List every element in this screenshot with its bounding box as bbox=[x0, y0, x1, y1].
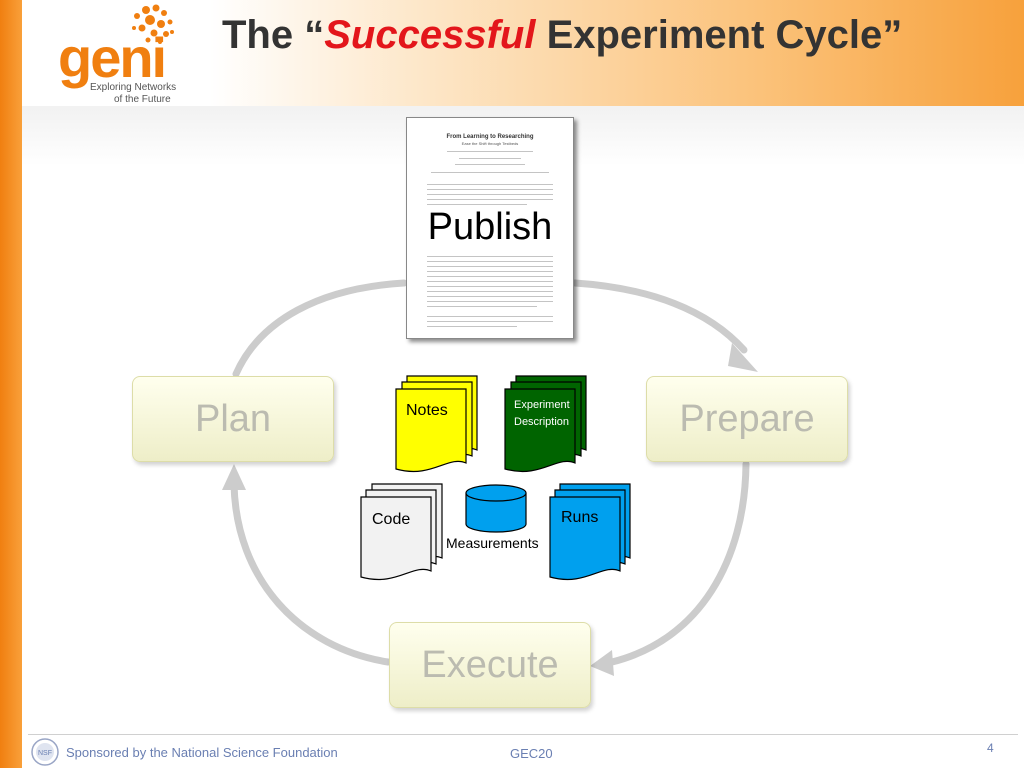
geni-logo bbox=[22, 0, 200, 106]
footer-event: GEC20 bbox=[510, 746, 553, 761]
paper-text-line bbox=[427, 261, 553, 263]
arc-publish-to-prepare bbox=[571, 279, 748, 354]
slide-title: The “Successful Experiment Cycle” bbox=[222, 10, 1012, 60]
paper-text-line bbox=[427, 256, 553, 258]
paper-text-line bbox=[427, 326, 517, 328]
arc-execute-to-plan bbox=[230, 480, 392, 666]
nsf-seal-icon: NSF bbox=[31, 738, 59, 766]
experiment-description-label-line1: Experiment bbox=[514, 399, 570, 411]
logo-word: geni bbox=[58, 26, 167, 89]
footer-sponsor: Sponsored by the National Science Founda… bbox=[66, 745, 338, 760]
code-document-icon bbox=[360, 483, 443, 581]
arrowhead-execute bbox=[590, 650, 614, 676]
paper-text-line bbox=[427, 271, 553, 273]
paper-text-line bbox=[427, 281, 553, 283]
notes-document-icon bbox=[395, 375, 478, 473]
publish-paper: From Learning to Researching Ease the Sh… bbox=[406, 117, 574, 339]
footer-divider bbox=[28, 734, 1018, 735]
paper-text-line bbox=[427, 194, 553, 196]
paper-text-line bbox=[427, 301, 553, 303]
logo-tagline-line2: of the Future bbox=[114, 94, 171, 105]
paper-text-line bbox=[455, 164, 525, 166]
notes-label: Notes bbox=[406, 402, 448, 419]
paper-text-line bbox=[427, 306, 537, 308]
paper-text-line bbox=[427, 276, 553, 278]
paper-text-line bbox=[431, 172, 549, 174]
paper-text-line bbox=[427, 184, 553, 186]
paper-text-line bbox=[427, 321, 553, 323]
left-accent-bar bbox=[0, 0, 22, 768]
paper-text-line bbox=[427, 266, 553, 268]
paper-text-line bbox=[459, 158, 521, 160]
arrowhead-plan bbox=[222, 464, 246, 490]
phase-prepare: Prepare bbox=[646, 376, 848, 462]
paper-subtitle: Ease the Shift through Testbeds bbox=[461, 141, 519, 146]
logo-tagline-line1: Exploring Networks bbox=[90, 82, 177, 93]
arrowhead-prepare bbox=[728, 343, 758, 372]
title-prefix: The “ bbox=[222, 13, 325, 57]
logo-dots-icon bbox=[132, 4, 174, 44]
publish-label: Publish bbox=[427, 206, 553, 248]
paper-text-line bbox=[427, 296, 553, 298]
arc-plan-to-publish bbox=[232, 279, 408, 378]
measurements-database-icon bbox=[465, 484, 527, 533]
paper-text-line bbox=[427, 199, 553, 201]
runs-document-icon bbox=[549, 483, 631, 581]
paper-text-line bbox=[447, 151, 533, 153]
paper-text-line bbox=[427, 286, 553, 288]
phase-execute: Execute bbox=[389, 622, 591, 708]
paper-title: From Learning to Researching bbox=[446, 134, 534, 140]
paper-text-line bbox=[427, 189, 553, 191]
svg-text:NSF: NSF bbox=[38, 750, 52, 757]
title-suffix: Experiment Cycle” bbox=[535, 13, 903, 57]
arc-prepare-to-execute bbox=[608, 460, 750, 666]
paper-text-line bbox=[427, 204, 527, 206]
title-highlight: Successful bbox=[324, 13, 536, 57]
code-label: Code bbox=[372, 511, 411, 528]
paper-text-line bbox=[427, 316, 553, 318]
runs-label: Runs bbox=[561, 509, 599, 526]
experiment-description-label-line2: Description bbox=[514, 416, 570, 428]
paper-text-line bbox=[427, 291, 553, 293]
phase-plan: Plan bbox=[132, 376, 334, 462]
page-number: 4 bbox=[987, 741, 994, 755]
measurements-label: Measurements bbox=[446, 535, 539, 551]
